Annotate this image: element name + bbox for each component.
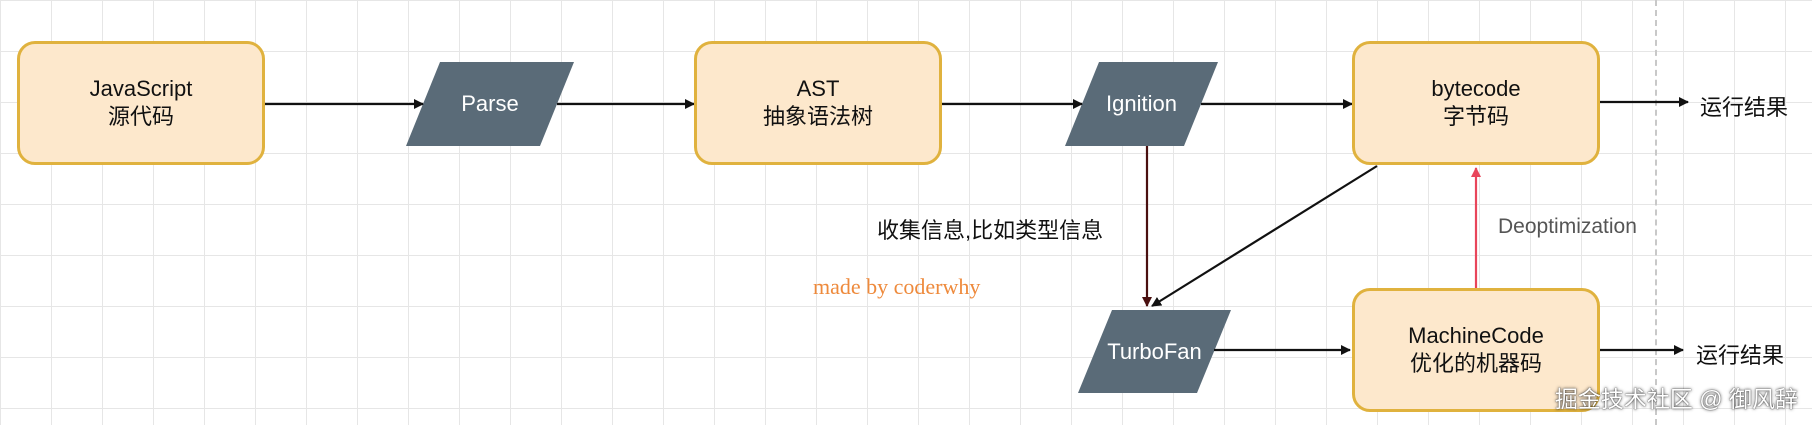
deoptimization-label: Deoptimization [1498, 215, 1637, 238]
machinecode-node: MachineCode 优化的机器码 [1352, 288, 1600, 412]
ignition-shape [1065, 62, 1218, 146]
turbofan-label: TurboFan [1107, 338, 1202, 364]
parse-label: Parse [461, 91, 519, 116]
machinecode-node-subtitle: 优化的机器码 [1409, 351, 1542, 376]
ast-node: AST 抽象语法树 [694, 41, 942, 165]
ast-node-subtitle: 抽象语法树 [762, 104, 873, 129]
javascript-node: JavaScript 源代码 [17, 41, 265, 165]
javascript-node-title: JavaScript [89, 76, 193, 101]
machinecode-node-title: MachineCode [1408, 323, 1544, 348]
watermark: 掘金技术社区 @ 御风辞 [1554, 386, 1798, 412]
credit-text: made by coderwhy [813, 274, 981, 299]
ast-node-title: AST [796, 76, 840, 101]
collect-info-label: 收集信息,比如类型信息 [877, 218, 1104, 243]
bytecode-node-title: bytecode [1431, 76, 1521, 101]
dashed-divider [1655, 0, 1657, 425]
run-result-bottom-label: 运行结果 [1696, 343, 1785, 368]
parse-shape [406, 62, 574, 146]
ignition-label: Ignition [1106, 91, 1177, 116]
bytecode-node: bytecode 字节码 [1352, 41, 1600, 165]
bytecode-node-subtitle: 字节码 [1442, 104, 1509, 129]
javascript-node-subtitle: 源代码 [107, 104, 174, 129]
turbofan-shape [1078, 310, 1231, 393]
arrow-bytecode-to-turbofan [1151, 165, 1378, 307]
run-result-top-label: 运行结果 [1700, 95, 1789, 120]
